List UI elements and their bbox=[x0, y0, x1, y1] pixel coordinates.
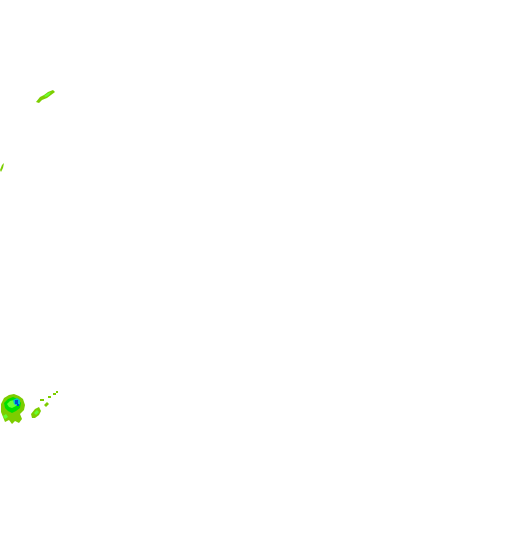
precip-cell bbox=[15, 400, 18, 404]
precip-echo-cluster-east bbox=[31, 391, 58, 418]
precip-echo-west bbox=[0, 163, 4, 172]
precip-cell bbox=[0, 163, 4, 172]
precip-echo-north bbox=[36, 90, 55, 103]
precip-echo-cluster-main bbox=[1, 394, 25, 424]
precip-cell bbox=[44, 92, 51, 97]
precip-cell bbox=[17, 404, 19, 406]
precip-cell bbox=[40, 399, 44, 401]
precip-cell bbox=[53, 393, 56, 395]
precip-cell bbox=[10, 415, 15, 422]
precip-cell bbox=[34, 410, 39, 415]
precip-cell bbox=[3, 414, 8, 419]
precip-cell bbox=[56, 391, 58, 393]
precip-cell bbox=[44, 402, 49, 407]
precip-cell bbox=[48, 396, 51, 398]
